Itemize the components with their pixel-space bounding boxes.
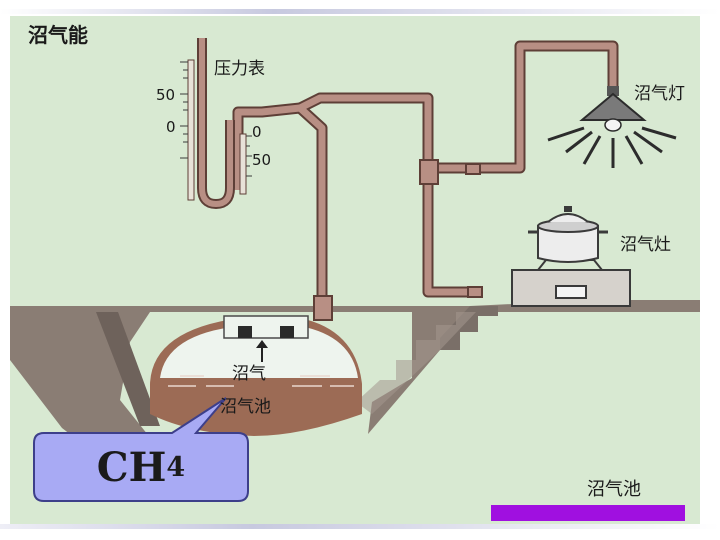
ground-section xyxy=(10,300,700,480)
stove-label: 沼气灶 xyxy=(620,235,671,255)
pipe-tee xyxy=(419,159,439,185)
slide-caption: 沼气池 xyxy=(587,479,641,500)
gauge-left-tick-bottom: 0 xyxy=(166,118,176,136)
formula-subscript: 4 xyxy=(166,451,186,483)
ground-dark-wall xyxy=(96,312,160,426)
gas-label: 沼气 xyxy=(232,364,266,384)
up-arrow-icon xyxy=(256,340,268,348)
tank-label: 沼气池 xyxy=(220,397,271,417)
accent-bar xyxy=(491,505,685,521)
biogas-lamp xyxy=(547,86,677,168)
steps xyxy=(440,306,498,350)
tank-gas-space xyxy=(160,326,358,378)
outlet-steps xyxy=(356,312,476,414)
pipe-network xyxy=(232,40,619,316)
water-surface-lines xyxy=(168,375,354,387)
formula-main: CH xyxy=(96,443,167,491)
gauge-left-tick-top: 50 xyxy=(156,86,176,104)
slide-title: 沼气能 xyxy=(28,23,88,47)
lamp-label: 沼气灯 xyxy=(634,84,685,104)
pressure-gauge xyxy=(180,38,252,210)
tank-cap xyxy=(223,315,309,339)
biogas-stove xyxy=(511,206,631,307)
callout-bubble xyxy=(33,397,249,502)
gauge-right-tick-top: 0 xyxy=(252,123,262,141)
lamp-valve xyxy=(465,163,481,175)
stove-valve xyxy=(467,286,483,298)
gauge-right-tick-bottom: 50 xyxy=(252,151,272,169)
pressure-gauge-label: 压力表 xyxy=(214,59,265,79)
